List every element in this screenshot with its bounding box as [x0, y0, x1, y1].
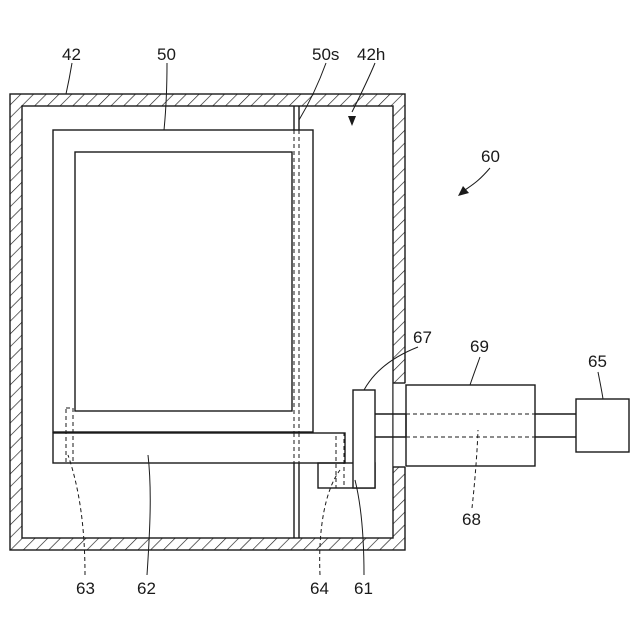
label-69: 69 [470, 337, 489, 356]
label-62: 62 [137, 579, 156, 598]
label-60: 60 [481, 147, 500, 166]
label-42: 42 [62, 45, 81, 64]
arrow-42h [348, 116, 356, 126]
label-50s: 50s [312, 45, 339, 64]
label-63: 63 [76, 579, 95, 598]
arrow-60 [458, 186, 469, 196]
label-42h: 42h [357, 45, 385, 64]
label-64: 64 [310, 579, 329, 598]
panel-50 [53, 130, 313, 433]
label-67: 67 [413, 328, 432, 347]
label-50: 50 [157, 45, 176, 64]
motor-65 [576, 399, 629, 452]
label-68: 68 [462, 510, 481, 529]
label-65: 65 [588, 352, 607, 371]
guide-69 [406, 385, 535, 466]
label-61: 61 [354, 579, 373, 598]
slider-67 [353, 390, 375, 488]
